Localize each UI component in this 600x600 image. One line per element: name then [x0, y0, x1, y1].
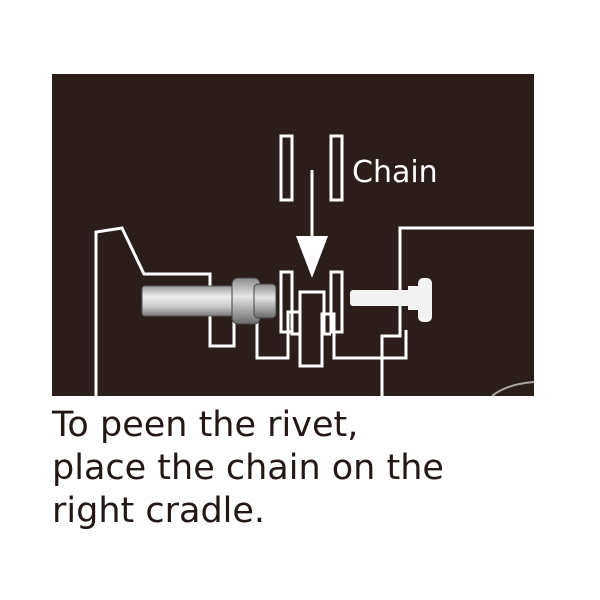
corner-arc — [491, 381, 534, 396]
caption-line: right cradle. — [52, 491, 266, 531]
right-housing-outline — [380, 226, 534, 396]
left-housing-outline — [94, 226, 236, 396]
down-arrow-icon — [296, 170, 328, 278]
extractor-pin — [141, 277, 277, 325]
center-cradle-outline — [255, 310, 408, 368]
caption-line: place the chain on the — [52, 448, 444, 488]
chain-link-plates — [279, 270, 344, 336]
chain-plates-icon — [279, 134, 344, 202]
chain-label: Chain — [352, 155, 438, 190]
caption-line: To peen the rivet, — [52, 405, 359, 445]
rivet-tool-diagram: Chain — [52, 74, 534, 396]
peening-pin — [350, 278, 432, 322]
instruction-caption: To peen the rivet, place the chain on th… — [52, 404, 592, 533]
